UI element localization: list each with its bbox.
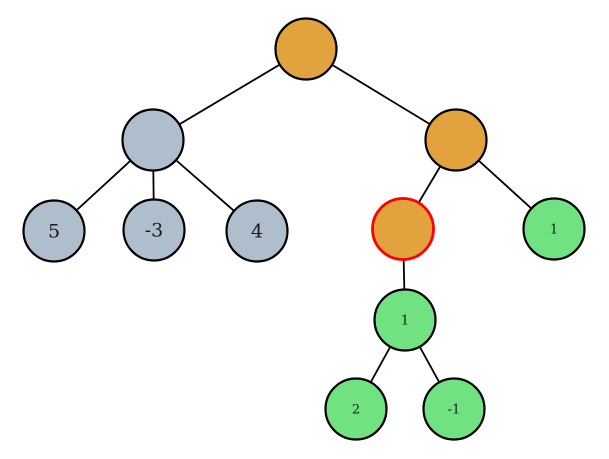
tree-node-circle-mid-child-1 xyxy=(324,377,388,441)
tree-node-circle-left-child-2 xyxy=(122,198,186,262)
tree-node-circle-left-child-3 xyxy=(225,199,289,263)
tree-nodes-layer: 5 -3 4 1 1 2 -1 xyxy=(22,17,586,441)
tree-node-mid-child-2: -1 xyxy=(422,377,486,441)
tree-node-right xyxy=(424,108,488,172)
tree-node-left-child-3: 4 xyxy=(225,199,289,263)
tree-node-left xyxy=(121,108,185,172)
tree-node-circle-mid xyxy=(373,288,437,352)
tree-node-root xyxy=(274,17,338,81)
tree-node-circle-mid-child-2 xyxy=(422,377,486,441)
tree-node-circle-right-left-highlighted xyxy=(371,197,435,261)
tree-node-circle-right xyxy=(424,108,488,172)
tree-node-mid: 1 xyxy=(373,288,437,352)
tree-node-left-child-2: -3 xyxy=(122,198,186,262)
tree-node-circle-right-right xyxy=(522,197,586,261)
tree-node-mid-child-1: 2 xyxy=(324,377,388,441)
tree-node-circle-left xyxy=(121,108,185,172)
tree-node-circle-root xyxy=(274,17,338,81)
tree-node-right-right: 1 xyxy=(522,197,586,261)
tree-node-circle-left-child-1 xyxy=(22,199,86,263)
tree-node-right-left xyxy=(371,197,435,261)
tree-node-left-child-1: 5 xyxy=(22,199,86,263)
